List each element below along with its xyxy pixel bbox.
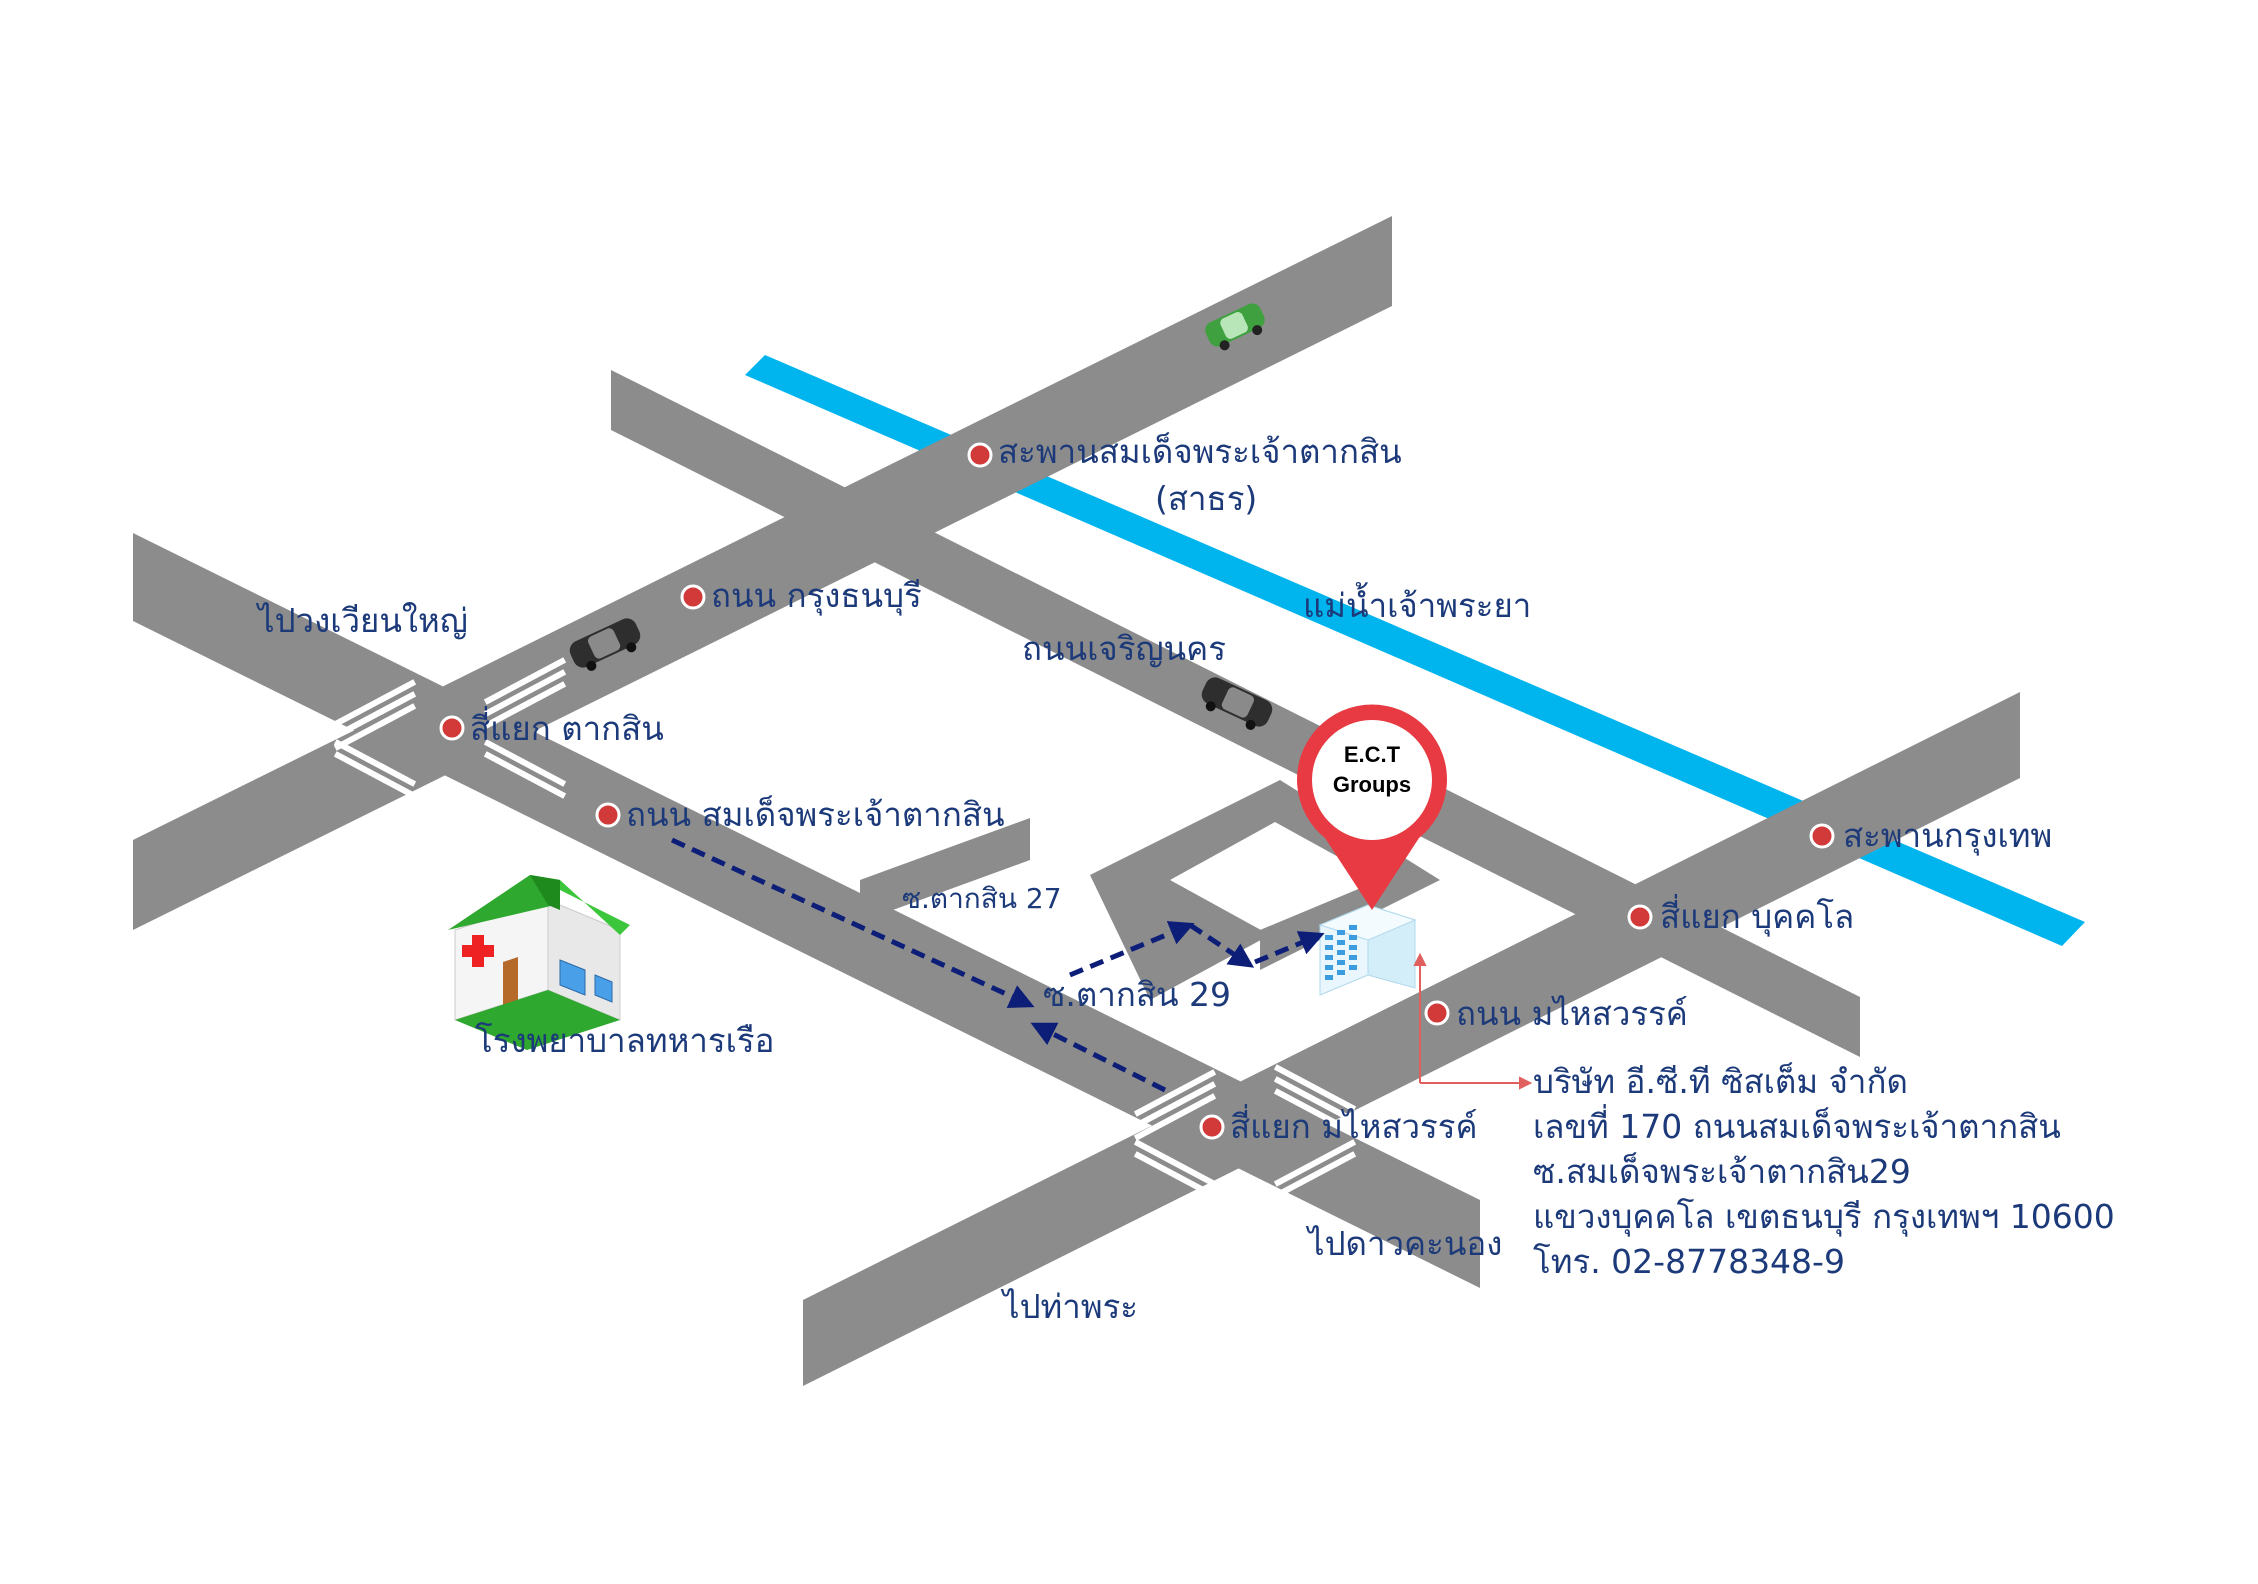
label-somdet-taksin-road: ถนน สมเด็จพระเจ้าตากสิน: [626, 795, 1005, 834]
address-line-5: โทร. 02-8778348-9: [1533, 1242, 1845, 1281]
route-arrow-to-building: [1254, 931, 1325, 965]
label-soi-taksin-27: ซ.ตากสิน 27: [902, 882, 1062, 915]
label-charoen-nakhon-road: ถนนเจริญนคร: [1022, 629, 1226, 668]
soi-taksin-27-road: [860, 818, 1030, 922]
label-to-tha-phra: ไปท่าพระ: [1000, 1287, 1138, 1326]
address-line-3: ซ.สมเด็จพระเจ้าตากสิน29: [1533, 1152, 1911, 1191]
address-leader-line: [1413, 952, 1533, 1090]
route-arrow-from-mahaisawan: [1030, 1022, 1167, 1093]
route-arrows: [670, 837, 1325, 1093]
label-taksin-intersection: สี่แยก ตากสิน: [470, 706, 664, 748]
pin-label-line1: E.C.T: [1344, 742, 1401, 767]
label-krung-thon-buri-road: ถนน กรุงธนบุรี: [711, 576, 922, 616]
car-dark-1: [569, 618, 641, 671]
label-to-wongwian-yai: ไปวงเวียนใหญ่: [255, 601, 468, 640]
dot-krung-thon-buri: [680, 584, 706, 610]
crosswalk-mahaisawan-intersection: [1133, 1064, 1357, 1199]
hospital-building: [448, 875, 630, 1050]
label-to-dao-khanong: ไปดาวคะนอง: [1305, 1224, 1502, 1263]
label-sathorn-bridge-sub: (สาธร): [1155, 479, 1257, 518]
ect-building: [1318, 904, 1417, 996]
somdet-phra-chao-taksin-road: [133, 533, 1480, 1288]
crosswalk-taksin-intersection: [333, 657, 567, 799]
marker-dots: [439, 442, 1835, 1140]
label-krungthep-bridge: สะพานกรุงเทพ: [1843, 816, 2052, 856]
dot-krungthep-bridge: [1809, 823, 1835, 849]
crosswalks: [333, 657, 1357, 1199]
label-soi-taksin-29: ซ.ตากสิน 29: [1043, 975, 1231, 1014]
address-line-2: เลขที่ 170 ถนนสมเด็จพระเจ้าตากสิน: [1533, 1104, 2061, 1146]
label-chao-phraya-river: แม่น้ำเจ้าพระยา: [1303, 582, 1531, 625]
mahaisawan-road: [803, 692, 2020, 1386]
car-green: [1205, 303, 1265, 351]
dot-bukkhalo-intersection: [1627, 904, 1653, 930]
address-line-4: แขวงบุคคโล เขตธนบุรี กรุงเทพฯ 10600: [1533, 1197, 2115, 1237]
pin-label-line2: Groups: [1333, 772, 1411, 797]
car-dark-2: [1201, 677, 1273, 730]
dot-somdet-taksin-rd: [595, 802, 621, 828]
route-arrow-soi-29-down: [1188, 922, 1255, 968]
label-sathorn-bridge: สะพานสมเด็จพระเจ้าตากสิน: [998, 432, 1402, 471]
dot-taksin-intersection: [439, 715, 465, 741]
label-mahaisawan-intersection: สี่แยก มไหสวรรค์: [1230, 1104, 1478, 1146]
label-mahaisawan-road: ถนน มไหสวรรค์: [1456, 994, 1688, 1033]
address-block: บริษัท อี.ซี.ที ซิสเต็ม จำกัด เลขที่ 170…: [1533, 1062, 2115, 1281]
label-navy-hospital: โรงพยาบาลทหารเรือ: [475, 1021, 774, 1060]
ect-location-pin[interactable]: E.C.T Groups: [1297, 704, 1448, 910]
dot-sathorn-bridge: [967, 442, 993, 468]
chao-phraya-river: [745, 355, 2085, 946]
label-bukkhalo-intersection: สี่แยก บุคคโล: [1660, 894, 1854, 937]
address-line-1: บริษัท อี.ซี.ที ซิสเต็ม จำกัด: [1533, 1062, 1908, 1101]
dot-mahaisawan-intersection: [1199, 1114, 1225, 1140]
dot-mahaisawan-rd: [1424, 1000, 1450, 1026]
